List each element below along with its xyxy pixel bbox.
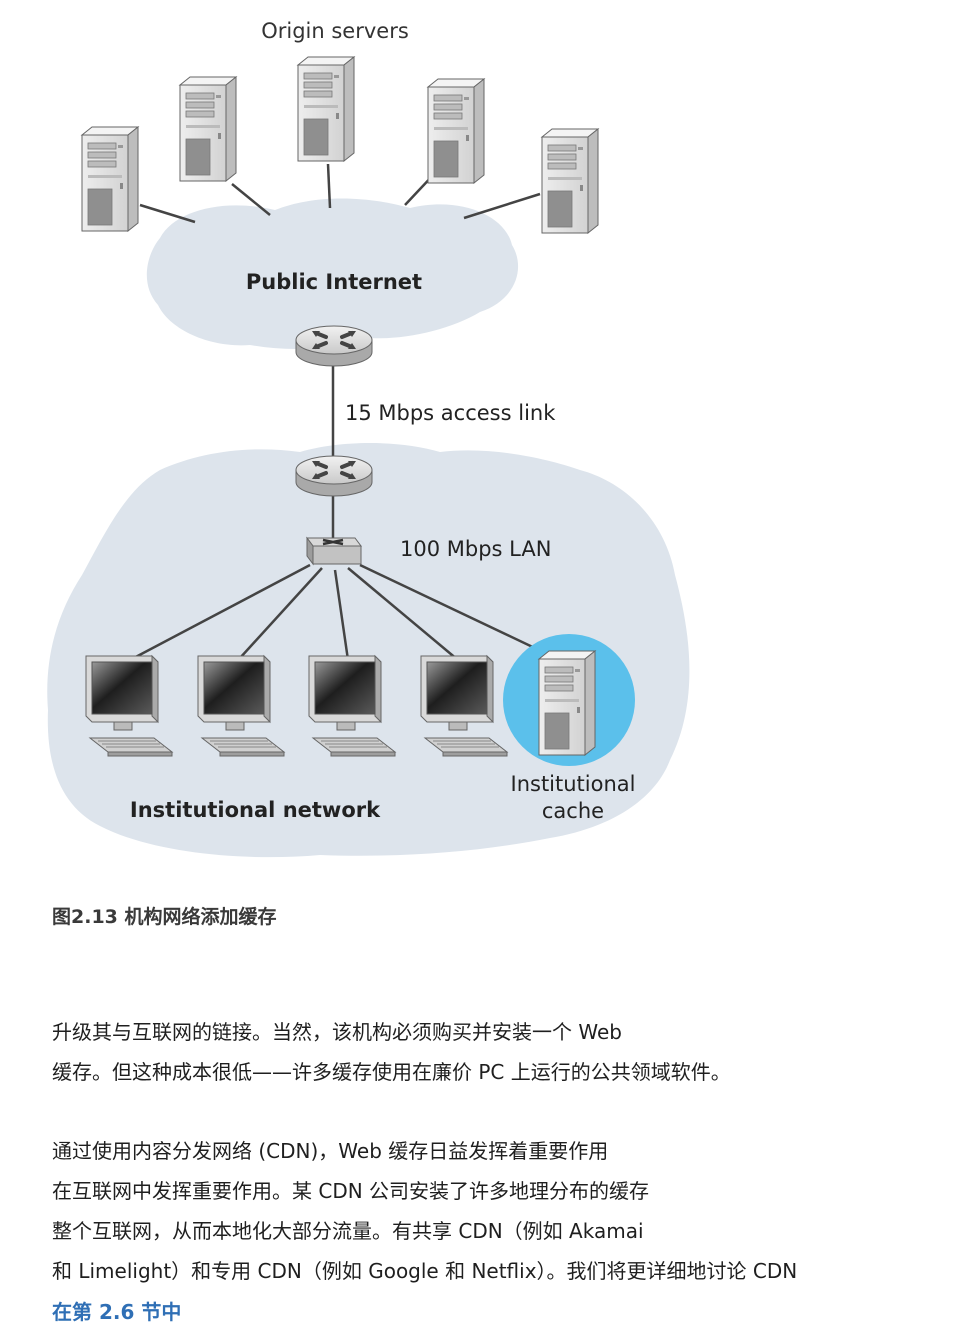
origin-server-2-icon — [179, 76, 237, 182]
lan-switch-icon — [305, 536, 363, 566]
origin-server-5-icon — [541, 128, 599, 234]
paragraph-line: 缓存。但这种成本很低——许多缓存使用在廉价 PC 上运行的公共领域软件。 — [52, 1060, 731, 1084]
institutional-network-label: Institutional network — [130, 798, 381, 822]
paragraph-line: 升级其与互联网的链接。当然，该机构必须购买并安装一个 Web — [52, 1020, 622, 1044]
institutional-cache-server-icon — [538, 650, 596, 756]
paragraph-line: 在互联网中发挥重要作用。某 CDN 公司安装了许多地理分布的缓存 — [52, 1179, 650, 1203]
cache-label-line2: cache — [542, 799, 604, 823]
figure-caption: 图2.13 机构网络添加缓存 — [52, 906, 277, 928]
origin-server-3-icon — [297, 56, 355, 162]
paragraph-2: 通过使用内容分发网络 (CDN)，Web 缓存日益发挥着重要作用 在互联网中发挥… — [52, 1131, 797, 1291]
next-section-link[interactable]: 在第 2.6 节中 — [52, 1300, 182, 1324]
access-link-label: 15 Mbps access link — [345, 401, 556, 425]
network-diagram: Origin servers Public Internet 15 Mbps a… — [47, 19, 690, 858]
cache-label-line1: Institutional — [511, 772, 636, 796]
origin-server-4-icon — [427, 78, 485, 184]
paragraph-1: 升级其与互联网的链接。当然，该机构必须购买并安装一个 Web 缓存。但这种成本很… — [52, 1012, 731, 1092]
public-internet-cloud — [146, 198, 519, 350]
origin-server-1-icon — [81, 126, 139, 232]
lan-label: 100 Mbps LAN — [400, 537, 551, 561]
paragraph-line: 整个互联网，从而本地化大部分流量。有共享 CDN（例如 Akamai — [52, 1219, 644, 1243]
internet-router-icon — [294, 324, 374, 368]
institution-router-icon — [294, 454, 374, 498]
network-links — [129, 360, 561, 662]
public-internet-label: Public Internet — [246, 270, 422, 294]
institutional-network-cloud — [47, 443, 690, 858]
paragraph-line: 和 Limelight）和专用 CDN（例如 Google 和 Netflix）… — [52, 1259, 798, 1283]
origin-servers-label: Origin servers — [261, 19, 409, 43]
paragraph-line: 通过使用内容分发网络 (CDN)，Web 缓存日益发挥着重要作用 — [52, 1139, 609, 1163]
